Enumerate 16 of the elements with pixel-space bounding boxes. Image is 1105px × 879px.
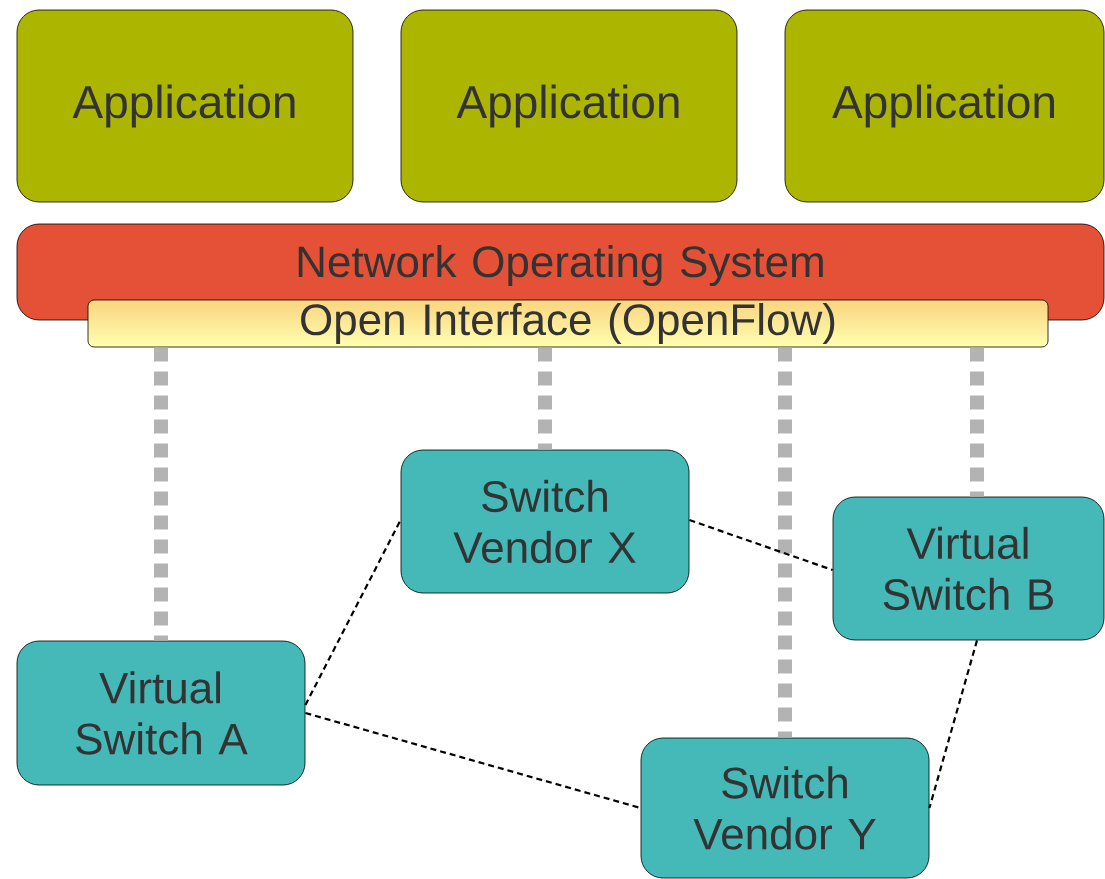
- application-box: Application: [784, 9, 1105, 203]
- link-line: [928, 640, 979, 809]
- link-line: [304, 519, 402, 706]
- connector-line: [154, 347, 168, 641]
- application-box: Application: [400, 9, 738, 203]
- application-box: Application: [16, 9, 354, 203]
- link-line: [305, 711, 641, 810]
- connector-line: [970, 347, 984, 497]
- connector-line: [538, 347, 552, 450]
- switch-box: Virtual Switch B: [832, 496, 1105, 641]
- connector-line: [778, 347, 792, 738]
- interface-band: Open Interface (OpenFlow): [87, 299, 1049, 348]
- switch-box: Switch Vendor X: [400, 449, 690, 594]
- switch-box: Virtual Switch A: [16, 640, 306, 786]
- link-line: [689, 518, 833, 572]
- switch-box: Switch Vendor Y: [640, 737, 930, 879]
